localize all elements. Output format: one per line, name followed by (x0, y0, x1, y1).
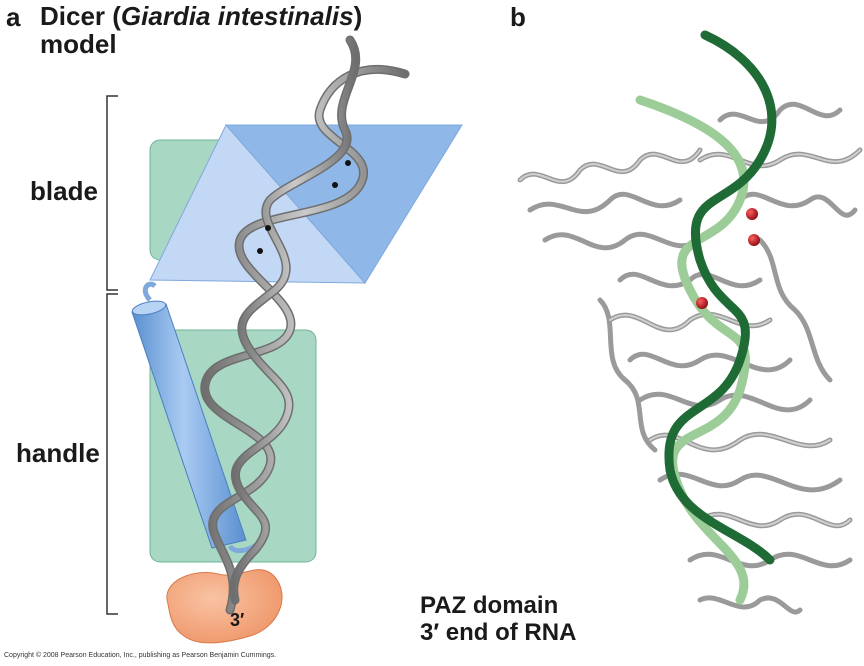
title-prefix: Dicer ( (40, 1, 121, 31)
connector-helix-cylinder (131, 281, 264, 554)
title-suffix: ) (353, 1, 363, 31)
panel-a-title: Dicer (Giardia intestinalis) model (40, 2, 362, 58)
three-prime-label: 3′ (230, 610, 245, 630)
panel-b-caption: PAZ domain 3′ end of RNA (420, 592, 576, 646)
copyright-notice: Copyright © 2008 Pearson Education, Inc.… (4, 652, 277, 659)
blade-label: blade (30, 176, 98, 206)
paz-domain-blob (166, 569, 283, 644)
model-metal-sites (257, 160, 351, 254)
rna-helix-ribbon (200, 35, 410, 615)
protein-structure (517, 101, 863, 615)
panel-b-letter: b (510, 2, 526, 32)
rna-strand-dark (664, 30, 777, 565)
caption-line1: PAZ domain (420, 592, 559, 619)
crystal-metal-ions (696, 208, 760, 309)
blade-bracket (106, 95, 118, 291)
caption-line2: 3′ end of RNA (420, 619, 577, 646)
panel-a-letter: a (6, 2, 21, 32)
handle-bracket (106, 293, 118, 615)
handle-label: handle (16, 438, 100, 468)
rna-strand-light (635, 95, 750, 605)
title-species: Giardia intestinalis (120, 1, 354, 31)
title-line2: model (40, 29, 117, 59)
